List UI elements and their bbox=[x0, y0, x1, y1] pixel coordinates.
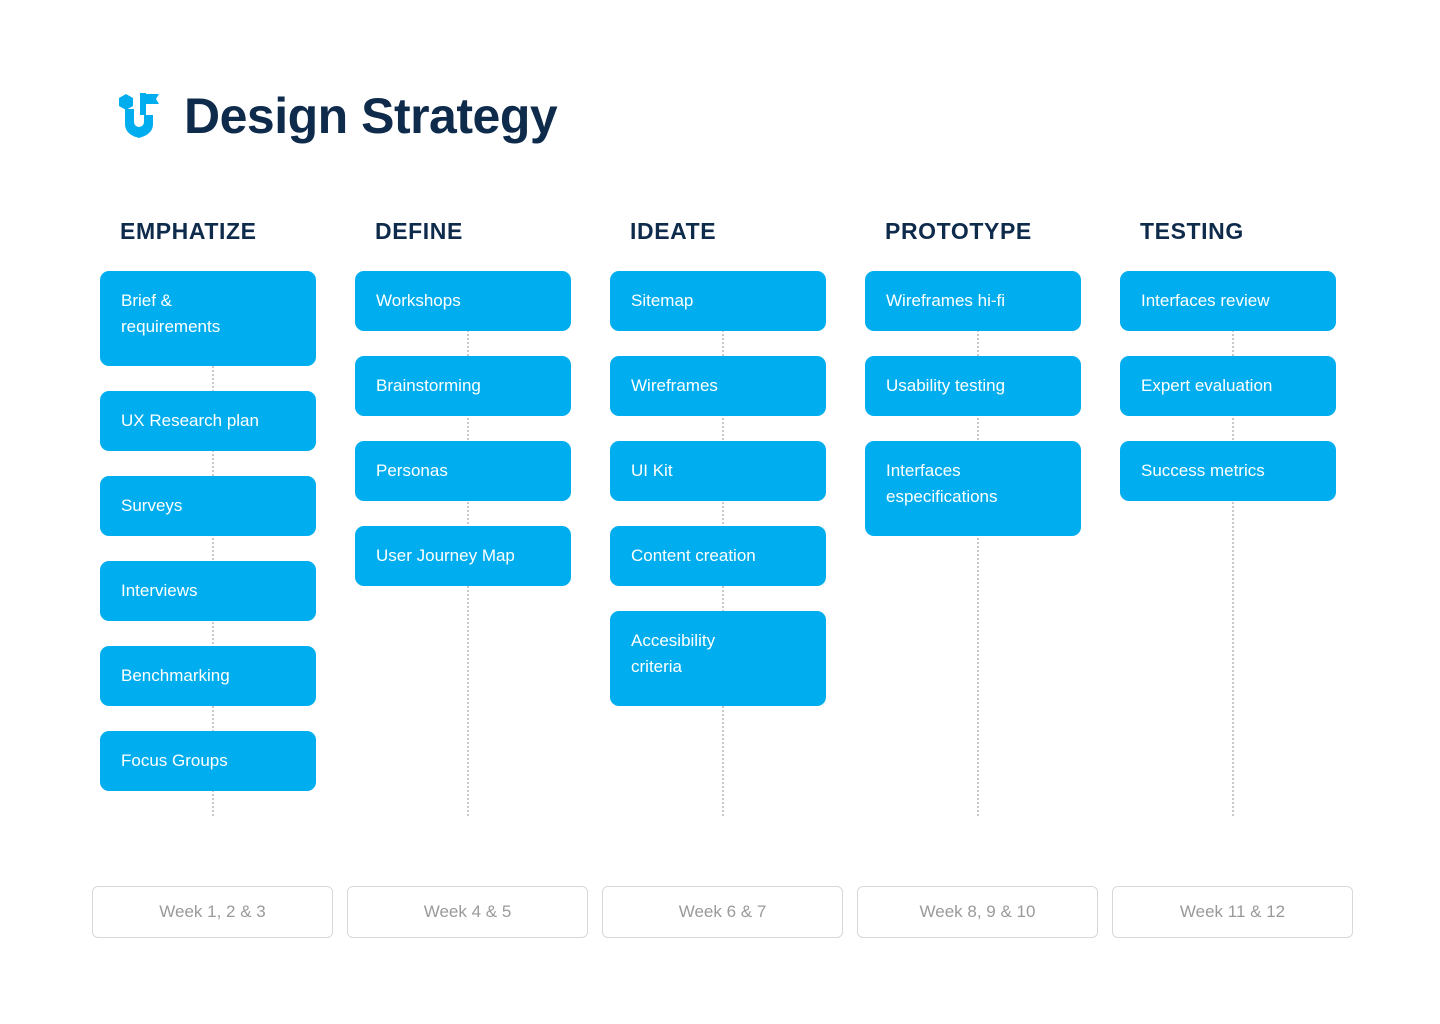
card-label: UI Kit bbox=[631, 461, 673, 480]
card-label: Wireframes bbox=[631, 376, 718, 395]
week-box-testing[interactable]: Week 11 & 12 bbox=[1112, 886, 1353, 938]
column-title-prototype: PROTOTYPE bbox=[885, 218, 1032, 244]
card-label: UX Research plan bbox=[121, 411, 259, 430]
card-item[interactable]: Wireframes hi-fi bbox=[865, 271, 1081, 331]
card-item[interactable]: Interviews bbox=[100, 561, 316, 621]
column-define: DEFINE Workshops Brainstorming Personas … bbox=[347, 218, 588, 816]
week-label: Week 4 & 5 bbox=[423, 902, 512, 921]
card-label: Usability testing bbox=[886, 376, 1006, 395]
card-label: Brief & requirements bbox=[121, 291, 221, 336]
column-ideate: IDEATE Sitemap Wireframes UI Kit Content… bbox=[602, 218, 843, 816]
card-item[interactable]: Workshops bbox=[355, 271, 571, 331]
card-item[interactable]: UX Research plan bbox=[100, 391, 316, 451]
card-list-ideate: Sitemap Wireframes UI Kit Content creati… bbox=[610, 271, 826, 731]
card-item[interactable]: Content creation bbox=[610, 526, 826, 586]
card-label: Benchmarking bbox=[121, 666, 230, 685]
card-label: Interviews bbox=[121, 581, 198, 600]
card-item[interactable]: Brief & requirements bbox=[100, 271, 316, 366]
card-item[interactable]: Brainstorming bbox=[355, 356, 571, 416]
column-title-define: DEFINE bbox=[375, 218, 463, 244]
card-label: Interfaces especifications bbox=[886, 461, 998, 506]
column-title-emphatize: EMPHATIZE bbox=[120, 218, 257, 244]
card-item[interactable]: Surveys bbox=[100, 476, 316, 536]
connector-line-emphatize bbox=[211, 290, 214, 816]
card-item[interactable]: Benchmarking bbox=[100, 646, 316, 706]
week-box-ideate[interactable]: Week 6 & 7 bbox=[602, 886, 843, 938]
card-label: Brainstorming bbox=[376, 376, 481, 395]
page-header: Design Strategy bbox=[110, 88, 558, 144]
week-label: Week 1, 2 & 3 bbox=[159, 902, 266, 921]
card-item[interactable]: Success metrics bbox=[1120, 441, 1336, 501]
card-list-define: Workshops Brainstorming Personas User Jo… bbox=[355, 271, 571, 611]
card-label: Workshops bbox=[376, 291, 461, 310]
card-item[interactable]: Usability testing bbox=[865, 356, 1081, 416]
card-item[interactable]: Personas bbox=[355, 441, 571, 501]
strategy-board: EMPHATIZE Brief & requirements UX Resear… bbox=[92, 218, 1354, 816]
card-item[interactable]: User Journey Map bbox=[355, 526, 571, 586]
card-item[interactable]: UI Kit bbox=[610, 441, 826, 501]
card-label: Expert evaluation bbox=[1141, 376, 1273, 395]
column-testing: TESTING Interfaces review Expert evaluat… bbox=[1112, 218, 1353, 816]
card-item[interactable]: Wireframes bbox=[610, 356, 826, 416]
column-title-testing: TESTING bbox=[1140, 218, 1244, 244]
card-label: Sitemap bbox=[631, 291, 694, 310]
week-box-define[interactable]: Week 4 & 5 bbox=[347, 886, 588, 938]
card-list-prototype: Wireframes hi-fi Usability testing Inter… bbox=[865, 271, 1081, 561]
card-list-emphatize: Brief & requirements UX Research plan Su… bbox=[100, 271, 316, 816]
card-item[interactable]: Sitemap bbox=[610, 271, 826, 331]
card-label: Personas bbox=[376, 461, 448, 480]
week-label: Week 8, 9 & 10 bbox=[919, 902, 1036, 921]
card-label: Wireframes hi-fi bbox=[886, 291, 1006, 310]
column-emphatize: EMPHATIZE Brief & requirements UX Resear… bbox=[92, 218, 333, 816]
card-item[interactable]: Focus Groups bbox=[100, 731, 316, 791]
connector-line-testing bbox=[1231, 290, 1234, 816]
week-label: Week 11 & 12 bbox=[1179, 902, 1286, 921]
week-box-emphatize[interactable]: Week 1, 2 & 3 bbox=[92, 886, 333, 938]
week-label: Week 6 & 7 bbox=[678, 902, 767, 921]
week-box-prototype[interactable]: Week 8, 9 & 10 bbox=[857, 886, 1098, 938]
column-prototype: PROTOTYPE Wireframes hi-fi Usability tes… bbox=[857, 218, 1098, 816]
shield-flag-logo-icon bbox=[110, 88, 162, 144]
card-label: Interfaces review bbox=[1141, 291, 1270, 310]
page-title: Design Strategy bbox=[184, 88, 558, 144]
card-item[interactable]: Expert evaluation bbox=[1120, 356, 1336, 416]
card-item[interactable]: Interfaces review bbox=[1120, 271, 1336, 331]
card-item[interactable]: Accesibility criteria bbox=[610, 611, 826, 706]
card-label: Accesibility criteria bbox=[631, 631, 716, 676]
week-footer-row: Week 1, 2 & 3 Week 4 & 5 Week 6 & 7 Week… bbox=[92, 886, 1354, 938]
card-label: Content creation bbox=[631, 546, 756, 565]
card-label: User Journey Map bbox=[376, 546, 515, 565]
connector-line-prototype bbox=[976, 290, 979, 816]
card-label: Focus Groups bbox=[121, 751, 228, 770]
column-title-ideate: IDEATE bbox=[630, 218, 717, 244]
card-item[interactable]: Interfaces especifications bbox=[865, 441, 1081, 536]
card-list-testing: Interfaces review Expert evaluation Succ… bbox=[1120, 271, 1336, 526]
card-label: Surveys bbox=[121, 496, 183, 515]
card-label: Success metrics bbox=[1141, 461, 1265, 480]
